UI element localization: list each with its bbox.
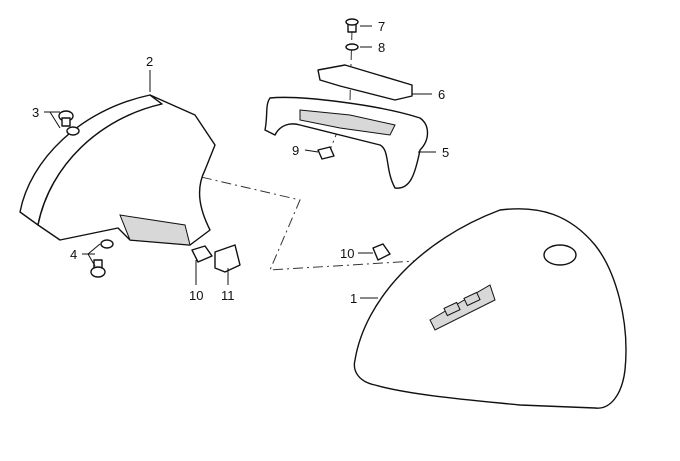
callout-11: 11 [221,288,235,303]
callout-3: 3 [32,105,39,120]
callout-5: 5 [442,145,449,160]
part-2-side-cover [19,94,216,246]
callout-1: 1 [350,291,357,306]
callout-2: 2 [146,54,153,69]
callout-6: 6 [438,87,445,102]
part-3-screw [58,110,80,136]
callout-9: 9 [292,143,299,158]
part-10-clip [372,243,391,261]
leader-lines [44,25,436,299]
callout-7: 7 [378,19,385,34]
part-7-8-screw-washer [345,18,359,51]
part-1-main-cover [353,208,627,409]
callout-4: 4 [70,247,77,262]
part-5-bracket [264,96,429,189]
part-10-11-clips [191,244,241,273]
callout-10: 10 [189,288,203,303]
part-9-nut [317,146,335,160]
part-6-plate [317,64,413,101]
callout-10: 10 [340,246,354,261]
callout-8: 8 [378,40,385,55]
part-4-screw [90,239,114,278]
